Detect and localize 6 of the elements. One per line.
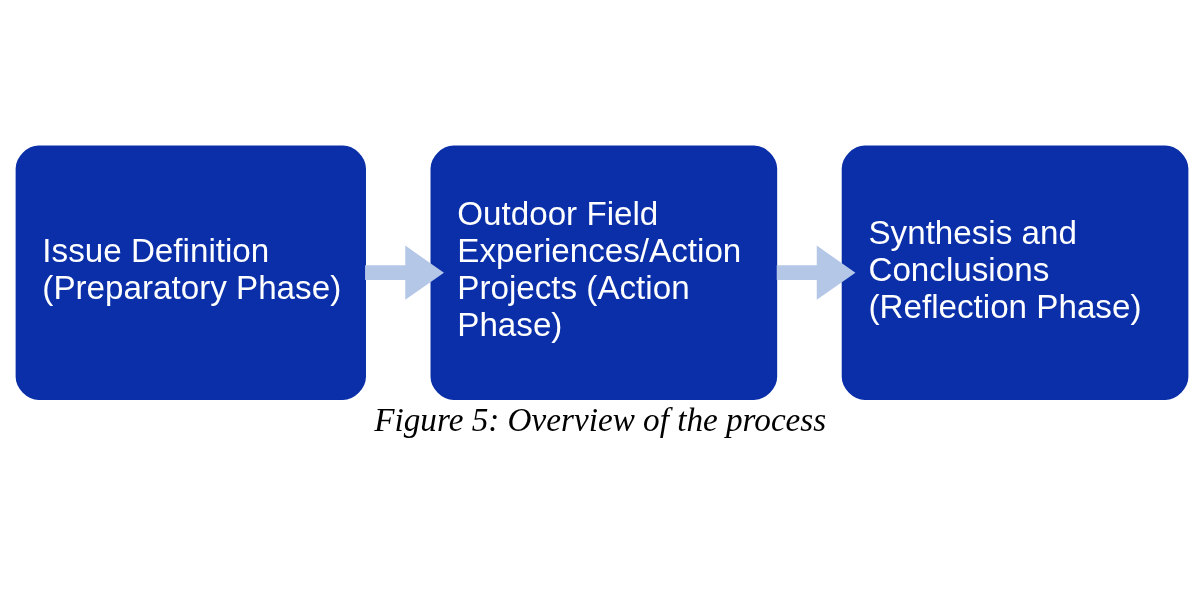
node-box: Issue Definition (Preparatory Phase) bbox=[15, 145, 366, 400]
arrow bbox=[776, 245, 856, 300]
caption: Figure 5: Overview of the process bbox=[374, 401, 827, 439]
arrow bbox=[365, 245, 444, 300]
node-box: Outdoor Field Experiences/Action Projects (Action Phase) bbox=[430, 145, 778, 400]
node-box: Synthesis and Conclusions (Reflection Phase) bbox=[841, 145, 1189, 400]
